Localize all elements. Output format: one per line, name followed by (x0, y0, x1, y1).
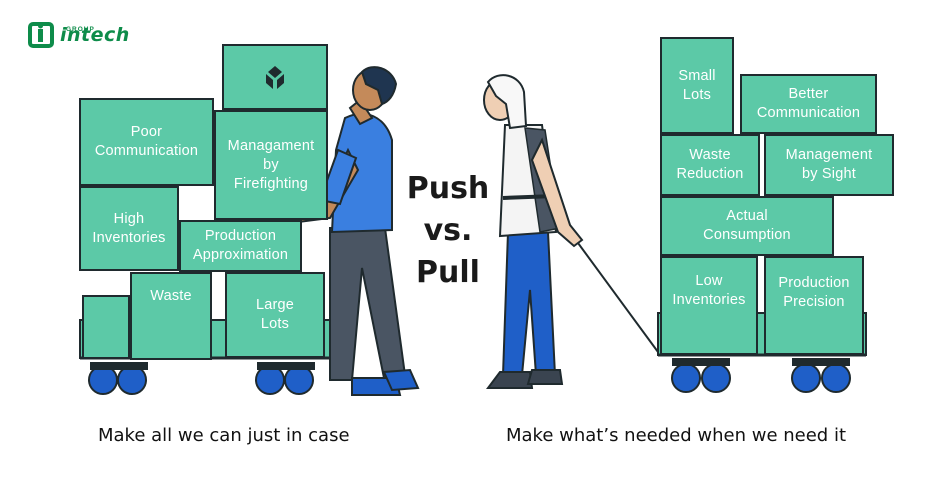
push-caption: Make all we can just in case (98, 425, 350, 446)
wheel-icon (671, 363, 701, 393)
center-title: Push vs. Pull (406, 171, 490, 290)
push-box-poor-communication: Poor Communication (79, 98, 214, 186)
wheel-icon (791, 363, 821, 393)
wheel-icon (117, 365, 147, 395)
push-box-high-inventories: High Inventories (79, 186, 179, 271)
pull-box-actual-consumption: Actual Consumption (660, 196, 834, 256)
push-box-management-firefighting: Managament by Firefighting (214, 110, 328, 220)
push-box-small (82, 295, 130, 359)
pulling-person (483, 74, 659, 389)
pull-box-low-inventories: Low Inventories (660, 256, 758, 355)
logo-brand-text: intech (60, 24, 130, 46)
push-cart-wheels (88, 362, 315, 395)
pull-box-management-sight: Management by Sight (764, 134, 894, 196)
wheel-icon (284, 365, 314, 395)
wheel-icon (255, 365, 285, 395)
push-box-production-approximation: Production Approximation (179, 220, 302, 272)
pull-cart-wheels (671, 358, 851, 393)
push-box-waste: Waste (130, 272, 212, 360)
logo-mark-icon (28, 22, 54, 48)
wheel-icon (821, 363, 851, 393)
wheel-icon (88, 365, 118, 395)
pushing-person (293, 66, 420, 396)
pull-box-better-communication: Better Communication (740, 74, 877, 134)
push-box-large-lots: Large Lots (225, 272, 325, 358)
tulip-logo-icon (266, 66, 284, 89)
pull-caption: Make what’s needed when we need it (506, 425, 846, 446)
wheel-icon (701, 363, 731, 393)
logo-sub-text: GROUP (66, 26, 95, 33)
push-box-logo (222, 44, 328, 110)
pull-box-waste-reduction: Waste Reduction (660, 134, 760, 196)
intech-logo: intech (28, 18, 130, 52)
pull-box-small-lots: Small Lots (660, 37, 734, 134)
pull-box-production-precision: Production Precision (764, 256, 864, 355)
